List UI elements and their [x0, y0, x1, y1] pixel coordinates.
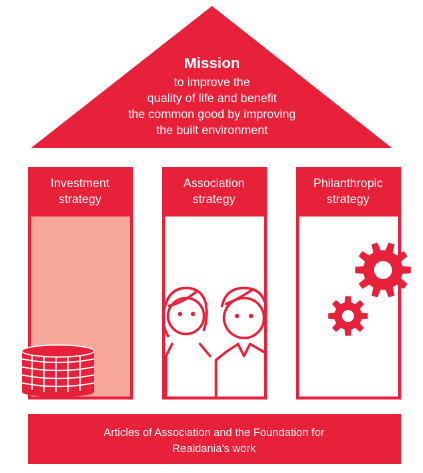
pillar-association: Association strategy	[161, 167, 268, 400]
mission-line-4: the built environment	[156, 123, 268, 137]
pillar-philanthropic-label-2: strategy	[327, 192, 370, 206]
foundation-bar	[28, 414, 401, 464]
pillar-philanthropic-label-1: Philanthropic	[313, 176, 382, 190]
mission-line-2: quality of life and benefit	[147, 91, 277, 105]
pillar-philanthropic: Philanthropic strategy	[296, 167, 411, 400]
pillar-association-body	[162, 213, 267, 400]
gears-icon	[328, 242, 411, 336]
pillar-investment: Investment strategy	[21, 167, 133, 400]
mission-line-3: the common good by improving	[128, 107, 295, 121]
pillar-association-label-1: Association	[183, 176, 244, 190]
pillar-association-label-2: strategy	[193, 192, 236, 206]
mission-roof: Mission to improve the quality of life a…	[31, 6, 392, 148]
pillar-investment-label-1: Investment	[51, 176, 110, 190]
roof-shape	[31, 6, 392, 148]
large-gear-hole	[374, 261, 392, 279]
small-gear	[328, 296, 368, 336]
coins-stack-icon	[21, 344, 95, 397]
two-people-icon	[161, 286, 268, 400]
mission-line-1: to improve the	[174, 75, 250, 89]
foundation-base: Articles of Association and the Foundati…	[28, 414, 401, 464]
pillar-investment-label-2: strategy	[59, 192, 102, 206]
pillar-philanthropic-header	[296, 167, 401, 215]
small-gear-hole	[342, 310, 354, 322]
mission-title: Mission	[184, 55, 240, 72]
pillar-association-header	[162, 167, 267, 215]
pillar-investment-header	[28, 167, 133, 215]
foundation-line-2: Realdania's work	[172, 443, 256, 455]
foundation-line-1: Articles of Association and the Foundati…	[104, 427, 325, 439]
large-gear	[355, 242, 411, 298]
